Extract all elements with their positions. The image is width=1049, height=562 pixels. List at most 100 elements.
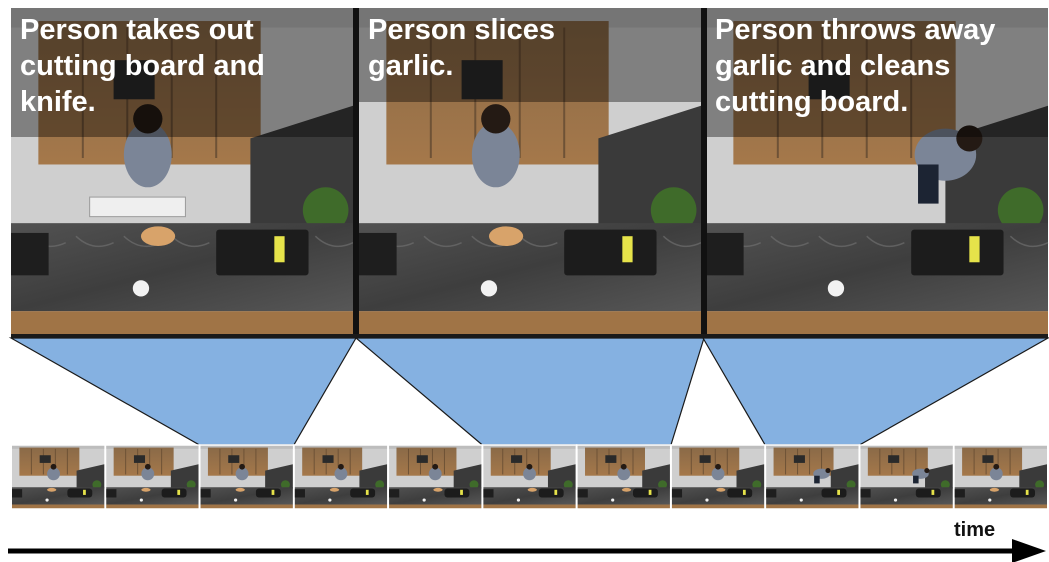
filmstrip	[11, 445, 1048, 509]
plate	[133, 280, 149, 296]
left-basin	[295, 489, 305, 497]
person-head	[527, 464, 533, 470]
person-head	[338, 464, 344, 470]
plate	[611, 498, 614, 501]
caption-line: cutting board and	[20, 50, 265, 82]
soap-bottle	[649, 490, 652, 495]
soap-bottle	[743, 490, 746, 495]
sink	[822, 489, 847, 498]
cutting-board	[990, 488, 999, 492]
cutting-board	[433, 488, 442, 492]
person-head	[432, 464, 438, 470]
person-head	[145, 464, 151, 470]
caption-line: knife.	[20, 86, 96, 118]
keyframe-panel: Person throws away garlic and cleans cutti…	[706, 8, 1048, 334]
time-label: time	[954, 519, 995, 541]
sink	[916, 489, 941, 498]
left-basin	[201, 489, 211, 497]
sink	[67, 489, 92, 498]
sink	[727, 489, 752, 498]
person-legs	[814, 476, 820, 484]
counter-trim	[706, 311, 1048, 334]
kitchen-scene	[766, 445, 858, 509]
sink	[564, 230, 656, 276]
caption-line: cutting board.	[715, 86, 908, 118]
oven	[605, 455, 616, 463]
soap-bottle	[837, 490, 840, 495]
person-head	[715, 464, 721, 470]
oven	[134, 455, 145, 463]
soap-bottle	[932, 490, 935, 495]
soap-bottle	[969, 236, 979, 262]
kitchen-scene	[672, 445, 764, 509]
caption-line: Person throws away	[715, 14, 995, 46]
oven	[700, 455, 711, 463]
sink	[350, 489, 375, 498]
sink	[633, 489, 658, 498]
sink	[444, 489, 469, 498]
oven	[794, 455, 805, 463]
plate	[234, 498, 237, 501]
plate	[988, 498, 991, 501]
person-head	[621, 464, 627, 470]
filmstrip-frame	[577, 445, 671, 509]
left-basin	[672, 489, 682, 497]
caption-line: Person slices	[368, 14, 555, 46]
filmstrip-frame	[482, 445, 576, 509]
filmstrip-frame	[765, 445, 859, 509]
plate	[140, 498, 143, 501]
soap-bottle	[554, 490, 557, 495]
funnel-connectors	[11, 338, 1048, 445]
counter-trim	[359, 311, 701, 334]
sink	[539, 489, 564, 498]
soap-bottle	[460, 490, 463, 495]
caption-line: Person takes out	[20, 14, 254, 46]
person-legs	[918, 164, 939, 203]
sink	[1010, 489, 1035, 498]
time-axis: time	[8, 519, 1046, 562]
left-basin	[860, 489, 870, 497]
sink	[162, 489, 187, 498]
oven	[982, 455, 993, 463]
kitchen-scene	[295, 445, 387, 509]
soap-bottle	[274, 236, 284, 262]
filmstrip-frame	[388, 445, 482, 509]
cutting-board	[622, 488, 631, 492]
left-basin	[389, 489, 399, 497]
person-head	[51, 464, 57, 470]
funnel-connector	[703, 338, 1048, 445]
kitchen-scene	[106, 445, 198, 509]
plate	[423, 498, 426, 501]
open-drawer	[90, 197, 186, 217]
plate	[894, 498, 897, 501]
plate	[45, 498, 48, 501]
plate	[705, 498, 708, 501]
cutting-board	[528, 488, 537, 492]
cutting-board	[141, 226, 175, 246]
left-basin	[11, 233, 49, 275]
cutting-board	[330, 488, 339, 492]
left-basin	[12, 489, 22, 497]
filmstrip-frame	[294, 445, 388, 509]
caption-line: garlic and cleans	[715, 50, 950, 82]
cutting-board	[489, 226, 523, 246]
oven	[888, 455, 899, 463]
oven	[228, 455, 239, 463]
soap-bottle	[366, 490, 369, 495]
panel-divider	[701, 8, 707, 338]
person-head	[481, 104, 510, 133]
cutting-board	[141, 488, 150, 492]
panel-bottom-edge	[11, 334, 1048, 338]
left-basin	[578, 489, 588, 497]
person-legs	[913, 476, 919, 484]
soap-bottle	[83, 490, 86, 495]
left-basin	[766, 489, 776, 497]
sink	[911, 230, 1003, 276]
kitchen-scene	[389, 445, 481, 509]
keyframe-panels: Person takes out cutting board and knife. P…	[11, 8, 1048, 338]
kitchen-scene	[483, 445, 575, 509]
left-basin	[106, 489, 116, 497]
soap-bottle	[177, 490, 180, 495]
left-basin	[955, 489, 965, 497]
cutting-board	[236, 488, 245, 492]
